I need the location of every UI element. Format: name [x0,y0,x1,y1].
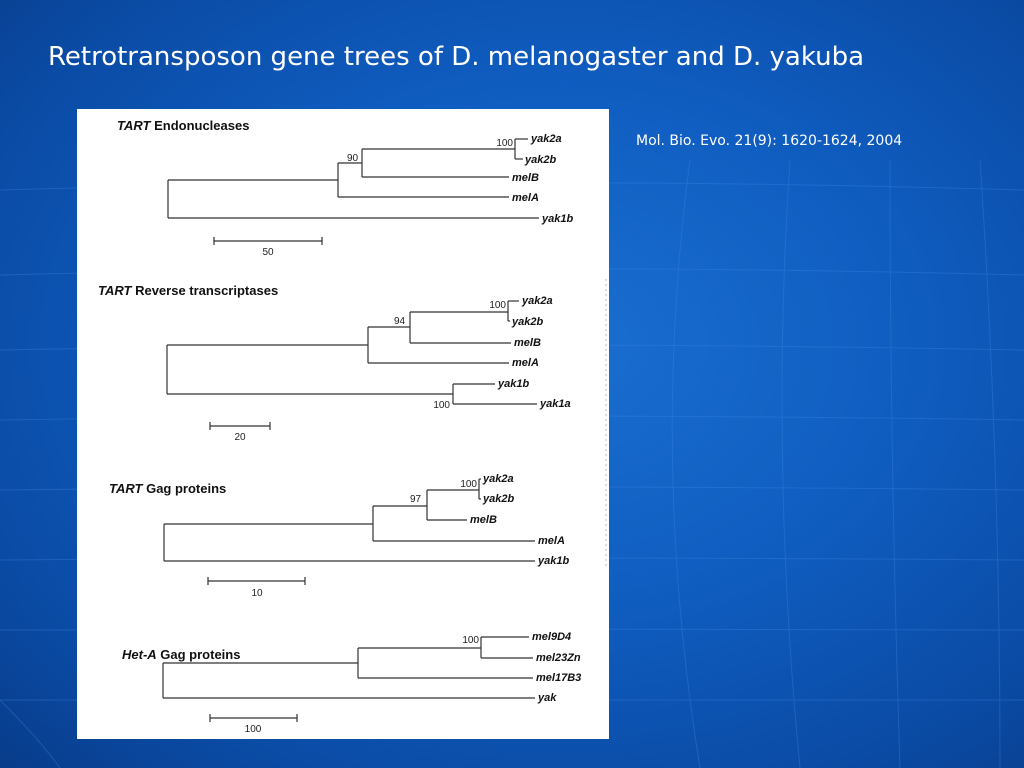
panel-title-rest: Gag proteins [142,481,226,496]
tree-branches [166,300,537,405]
bootstrap-value: 90 [347,153,359,164]
scale-bar [209,422,271,430]
leaf-label: yak2a [530,133,562,145]
leaf-label: yak2b [482,493,514,505]
panel-title-rest: Reverse transcriptases [131,283,278,298]
leaf-label: mel9D4 [532,631,571,643]
panel-title: TART Reverse transcriptases [98,283,278,298]
scale-bar [213,237,323,245]
leaf-label: yak [537,692,557,704]
leaf-label: yak1b [497,378,529,390]
tree-branches [162,636,535,699]
bootstrap-value: 100 [460,479,477,490]
bootstrap-value: 100 [462,635,479,646]
tree-branches [163,478,535,562]
leaf-label: melB [514,337,541,349]
panel-title-italic: TART [109,481,144,496]
bootstrap-value: 94 [394,316,406,327]
panel-title: Het-A Gag proteins [122,647,240,662]
scale-label: 20 [234,432,246,443]
bootstrap-value: 100 [496,138,513,149]
leaf-label: yak2b [524,154,556,166]
panel-title: TART Endonucleases [117,118,249,133]
panel-tart-endonucleases: TART Endonucleases yak2a yak2b melB melA… [117,118,573,258]
leaf-label: mel17B3 [536,672,581,684]
panel-tart-reverse-transcriptases: TART Reverse transcriptases yak2a yak2b [98,283,571,443]
panel-title-italic: TART [98,283,133,298]
scale-label: 100 [245,724,262,735]
bootstrap-value: 100 [433,400,450,411]
leaf-label: mel23Zn [536,652,581,664]
slide-title: Retrotransposon gene trees of D. melanog… [48,42,865,72]
bootstrap-value: 97 [410,494,422,505]
leaf-label: melA [512,357,539,369]
panel-title-rest: Endonucleases [150,118,249,133]
citation: Mol. Bio. Evo. 21(9): 1620-1624, 2004 [636,133,903,149]
leaf-label: yak2a [521,295,553,307]
panel-title-italic: Het-A [122,647,157,662]
scale-bar [207,577,306,585]
scale-label: 10 [251,588,263,599]
leaf-label: melA [512,192,539,204]
panel-title-italic: TART [117,118,152,133]
leaf-label: yak1a [539,398,571,410]
leaf-label: yak1b [541,213,573,225]
phylogeny-figure: TART Endonucleases yak2a yak2b melB melA… [77,109,609,739]
panel-title: TART Gag proteins [109,481,226,496]
bootstrap-value: 100 [489,300,506,311]
scale-label: 50 [262,247,274,258]
scale-bar [209,714,298,722]
phylogeny-svg: TART Endonucleases yak2a yak2b melB melA… [98,118,607,735]
panel-tart-gag-proteins: TART Gag proteins yak2a yak2b melB melA … [109,473,569,599]
panel-title-rest: Gag proteins [157,647,241,662]
leaf-label: melB [512,172,539,184]
panel-heta-gag-proteins: Het-A Gag proteins mel9D4 mel23Zn mel17B… [122,631,581,735]
leaf-label: yak2b [511,316,543,328]
tree-branches [167,138,539,219]
leaf-label: melB [470,514,497,526]
leaf-label: yak2a [482,473,514,485]
leaf-label: melA [538,535,565,547]
leaf-label: yak1b [537,555,569,567]
